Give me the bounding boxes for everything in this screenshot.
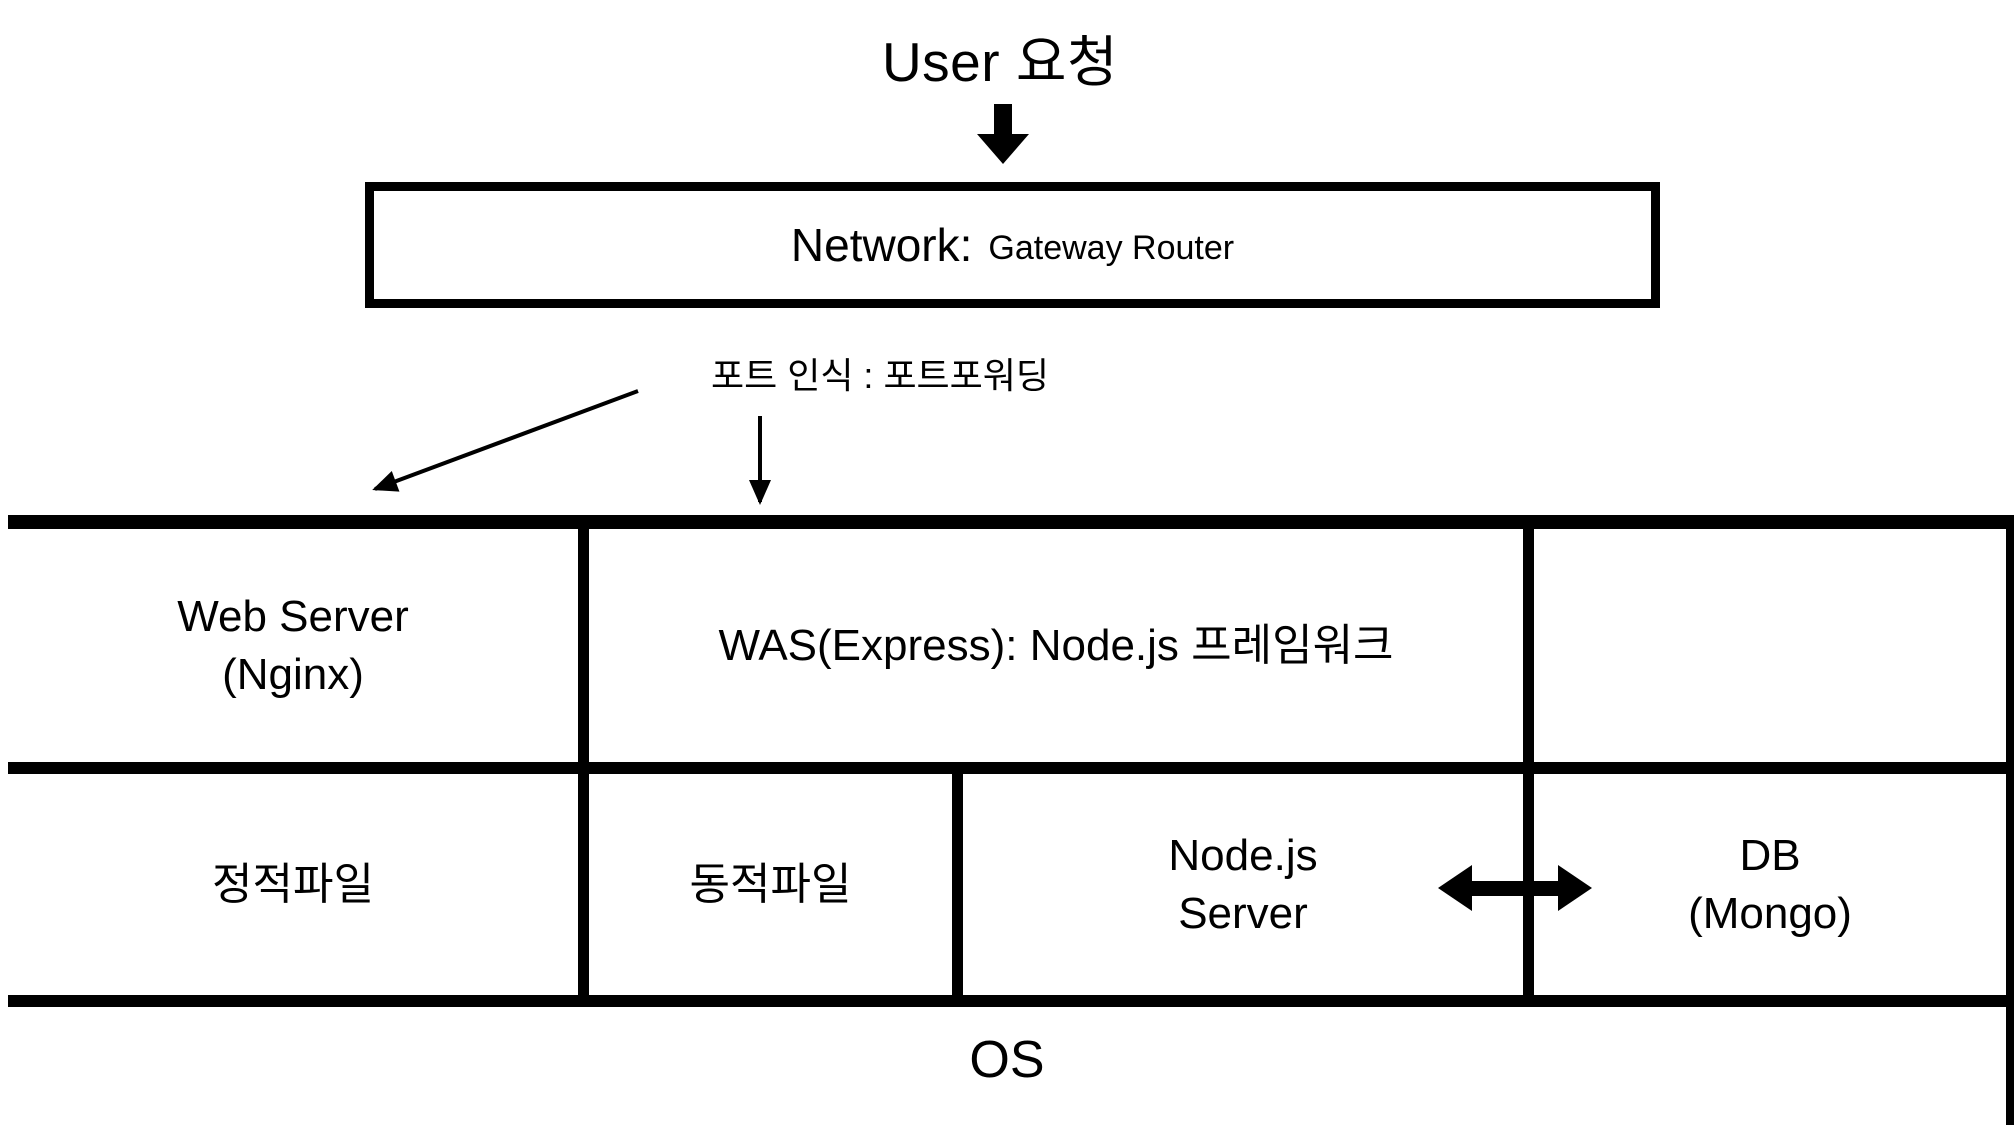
down-arrow-shaft [994,104,1012,134]
cell-static-files: 정적파일 [212,859,374,909]
cell-dynamic-files: 동적파일 [689,859,852,909]
cell-os: OS [969,1031,1045,1090]
network-box: Network: Gateway Router [365,182,1660,308]
diagonal-arrow-icon [372,389,639,492]
double-arrow-left-head [1438,865,1472,911]
table-os-divider [8,995,2014,1007]
table-top-border [8,515,2014,529]
cell-web-server: Web Server (Nginx) [177,592,409,699]
network-subtitle: Gateway Router [988,228,1235,267]
cell-db-mongo: DB (Mongo) [1688,831,1852,938]
user-request-label: User 요청 [881,31,1119,93]
double-arrow-shaft [1468,881,1562,896]
port-forwarding-label: 포트 인식 : 포트포워딩 [710,355,1050,396]
cell-nodejs-server: Node.js Server [1168,831,1318,938]
double-arrow-right-head [1558,865,1592,911]
divider-webserver-was [578,529,589,995]
table-row-divider [8,762,2014,774]
down-arrow-head [977,134,1029,164]
double-arrow-icon [1438,860,1592,916]
table-right-border [2006,515,2014,1125]
divider-dynamic-node [952,774,963,995]
down-arrow-icon [977,104,1029,164]
cell-was-express: WAS(Express): Node.js 프레임워크 [718,620,1394,670]
divider-node-db [1523,529,1534,995]
network-title: Network: [790,219,973,271]
cell-empty [1534,529,2006,762]
